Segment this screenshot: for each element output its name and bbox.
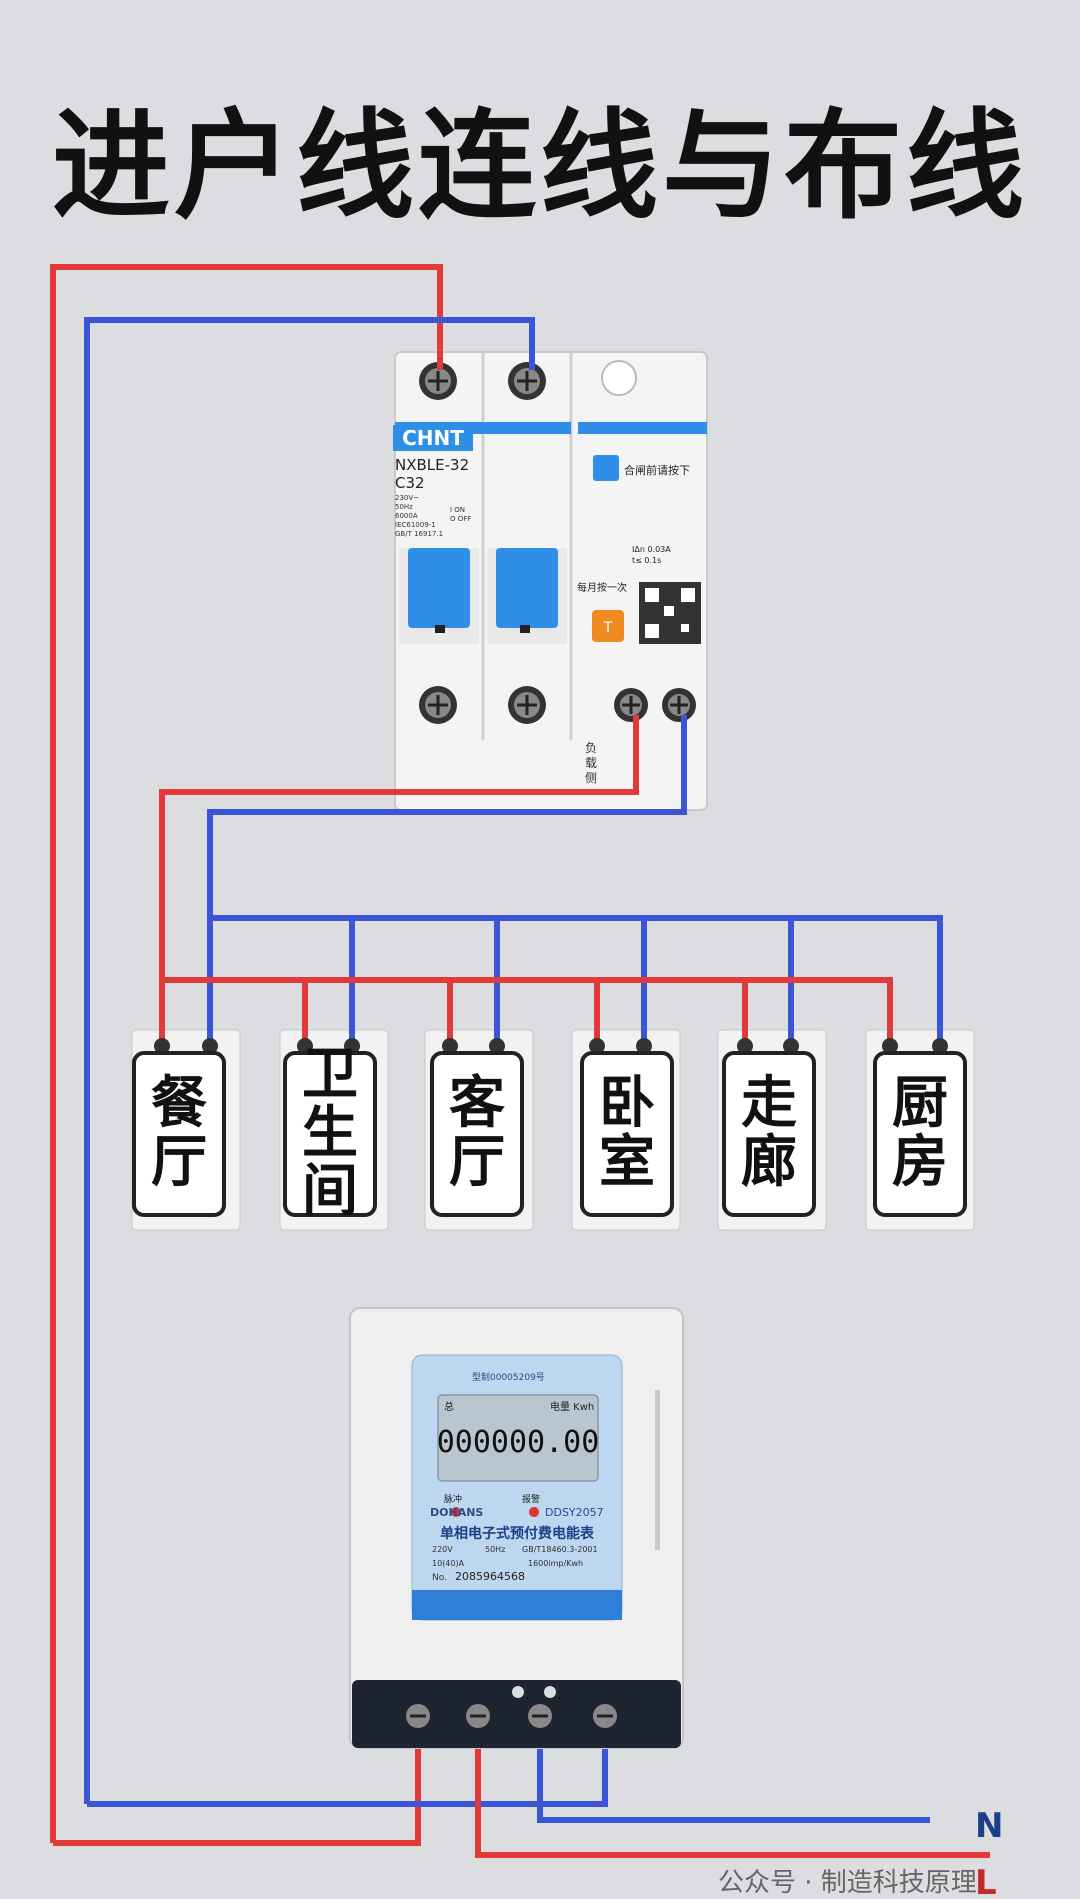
meter-brand: DOHANS — [430, 1506, 483, 1519]
screw-icon — [419, 362, 457, 400]
meter-constant: 1600imp/Kwh — [528, 1559, 583, 1568]
alarm-led-icon — [529, 1507, 539, 1517]
test-button[interactable] — [592, 610, 624, 642]
test-key: T — [603, 620, 613, 636]
screw-icon — [593, 1704, 617, 1728]
meter-serial: 2085964568 — [455, 1570, 525, 1583]
notice-top: 合闸前请按下 — [624, 463, 690, 477]
indicator-window — [601, 360, 637, 396]
off-label: O OFF — [450, 515, 471, 523]
lcd-display — [437, 1394, 599, 1482]
screw-icon — [662, 688, 696, 722]
pulse-led-icon — [451, 1507, 461, 1517]
screw-icon — [614, 688, 648, 722]
on-label: I ON — [450, 506, 465, 514]
bus-live-wire — [159, 715, 639, 980]
serial-label: No. — [432, 1573, 447, 1583]
meter-standard: GB/T18460.3-2001 — [522, 1545, 598, 1554]
pulse-label: 脉冲 — [444, 1493, 462, 1505]
screw-icon — [508, 686, 546, 724]
meter-name: 单相电子式预付费电能表 — [440, 1525, 595, 1542]
room-label-bedroom: 卧室 — [580, 1051, 674, 1217]
lcd-total: 总 — [444, 1400, 454, 1413]
spec-line: 230V~ — [395, 494, 419, 502]
incoming-live-wire — [475, 1742, 990, 1858]
room-label-kitchen: 厨房 — [873, 1051, 967, 1217]
wiring — [50, 264, 990, 1858]
screw-icon — [406, 1704, 430, 1728]
room-label-corridor: 走廊 — [722, 1051, 816, 1217]
room-label-dining: 餐厅 — [132, 1051, 226, 1217]
lcd-unit: 电量 Kwh — [550, 1400, 594, 1413]
meter-voltage: 220V — [432, 1545, 453, 1554]
meter-model: DDSY2057 — [545, 1506, 604, 1519]
incoming-neutral-wire — [537, 1742, 930, 1823]
load-side-label: 负载侧 — [585, 741, 597, 785]
spec-line: GB/T 16917.1 — [395, 530, 443, 538]
page-title: 进户线连线与布线 — [51, 97, 1028, 235]
screw-icon — [466, 1704, 490, 1728]
switch-terminals — [154, 1038, 948, 1054]
neutral-terminal-label: N — [975, 1806, 1003, 1846]
meter-frequency: 50Hz — [485, 1545, 505, 1554]
brand-logo — [393, 425, 473, 451]
bus-neutral-wire — [207, 715, 687, 1045]
residual-time: t≤ 0.1s — [632, 556, 661, 565]
spec-line: 50Hz — [395, 503, 413, 511]
toggle-switch[interactable] — [496, 548, 558, 628]
reset-button[interactable] — [593, 455, 619, 481]
spec-line: 6000A — [395, 512, 418, 520]
breaker-rating: C32 — [395, 474, 425, 492]
supply-neutral-wire — [84, 317, 535, 1804]
screw-icon — [508, 362, 546, 400]
breaker-model: NXBLE-32 — [395, 456, 469, 474]
meter-current: 10(40)A — [432, 1559, 465, 1568]
screw-icon — [419, 686, 457, 724]
residual-current: IΔn 0.03A — [632, 545, 671, 554]
brand-label: CHNT — [402, 426, 464, 450]
branch-switches — [131, 1029, 975, 1231]
circuit-breaker: CHNT NXBLE-32 C32 230V~ 50Hz 6000A IEC61… — [393, 351, 708, 811]
toggle-switch[interactable] — [408, 548, 470, 628]
spec-line: IEC61009-1 — [395, 521, 436, 529]
watermark: 公众号 · 制造科技原理 — [718, 1868, 977, 1898]
test-note: 每月按一次 — [577, 581, 627, 594]
meter-cert: 型制00005209号 — [472, 1371, 545, 1383]
alarm-label: 报警 — [522, 1493, 540, 1505]
screw-icon — [528, 1704, 552, 1728]
live-terminal-label: L — [975, 1863, 997, 1899]
energy-meter: 型制00005209号 总 电量 Kwh 000000.00 脉冲 报警 DOH… — [349, 1307, 684, 1749]
room-label-living: 客厅 — [430, 1051, 524, 1217]
meter-reading: 000000.00 — [437, 1425, 600, 1460]
room-label-bathroom: 卫生间 — [283, 1045, 377, 1221]
